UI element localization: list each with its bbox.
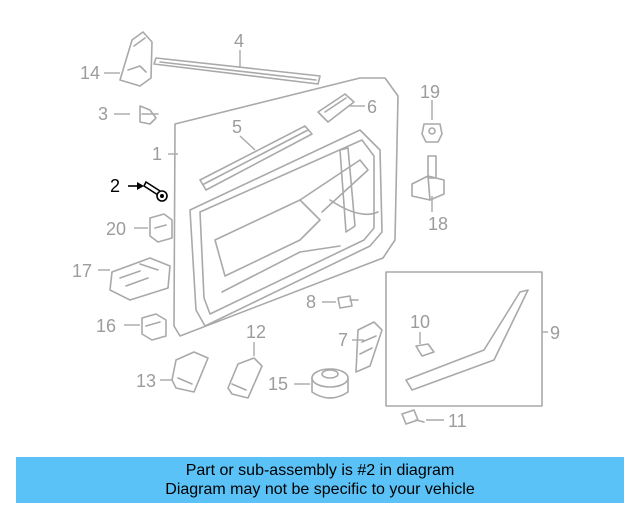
part-2-bolt bbox=[142, 180, 168, 202]
callout-1: 1 bbox=[152, 144, 162, 164]
banner-line-1: Part or sub-assembly is #2 in diagram bbox=[185, 462, 455, 479]
banner-line-2: Diagram may not be specific to your vehi… bbox=[165, 481, 475, 498]
callout-6: 6 bbox=[367, 97, 377, 117]
parts-diagram: 14 4 3 1 5 6 19 18 2 20 17 16 13 12 15 8… bbox=[72, 31, 560, 431]
part-7-bracket bbox=[355, 321, 383, 373]
part-8-screw bbox=[337, 295, 359, 309]
part-4-belt-molding bbox=[153, 57, 321, 85]
callout-10: 10 bbox=[410, 312, 430, 332]
callout-8: 8 bbox=[306, 292, 316, 312]
part-15-switch bbox=[311, 368, 349, 399]
leader-lines bbox=[98, 50, 548, 421]
part-10-clip bbox=[415, 343, 435, 357]
callout-4: 4 bbox=[234, 31, 244, 51]
callout-14: 14 bbox=[80, 63, 100, 83]
callout-11: 11 bbox=[448, 411, 467, 431]
part-16-switch bbox=[141, 313, 167, 341]
callout-17: 17 bbox=[72, 261, 92, 281]
callout-16: 16 bbox=[96, 316, 116, 336]
part-6-handle-insert bbox=[317, 93, 355, 123]
callout-13: 13 bbox=[136, 371, 156, 391]
part-17-switch-assembly bbox=[109, 257, 171, 301]
callout-2: 2 bbox=[110, 176, 120, 196]
info-banner: Part or sub-assembly is #2 in diagram Di… bbox=[16, 457, 624, 503]
part-12-lamp bbox=[227, 357, 263, 399]
part-3-clip bbox=[139, 105, 159, 125]
callout-7: 7 bbox=[338, 330, 348, 350]
callout-18: 18 bbox=[428, 214, 448, 234]
part-9-group-box bbox=[385, 271, 543, 407]
part-5-pad bbox=[199, 125, 313, 191]
callout-3: 3 bbox=[98, 104, 108, 124]
part-11-screw bbox=[401, 409, 425, 425]
callout-15: 15 bbox=[268, 374, 288, 394]
part-18-clip bbox=[411, 155, 445, 201]
part-20-switch bbox=[149, 213, 173, 243]
part-13-lamp bbox=[171, 351, 209, 393]
callout-labels: 14 4 3 1 5 6 19 18 2 20 17 16 13 12 15 8… bbox=[72, 31, 560, 431]
callout-19: 19 bbox=[420, 82, 440, 102]
callout-12: 12 bbox=[246, 322, 266, 342]
part-1-door-panel bbox=[173, 77, 399, 337]
part-14-mirror-trim bbox=[119, 31, 153, 87]
callout-5: 5 bbox=[232, 117, 242, 137]
part-19-clip bbox=[421, 123, 443, 143]
callout-9: 9 bbox=[550, 323, 560, 343]
callout-20: 20 bbox=[106, 219, 126, 239]
